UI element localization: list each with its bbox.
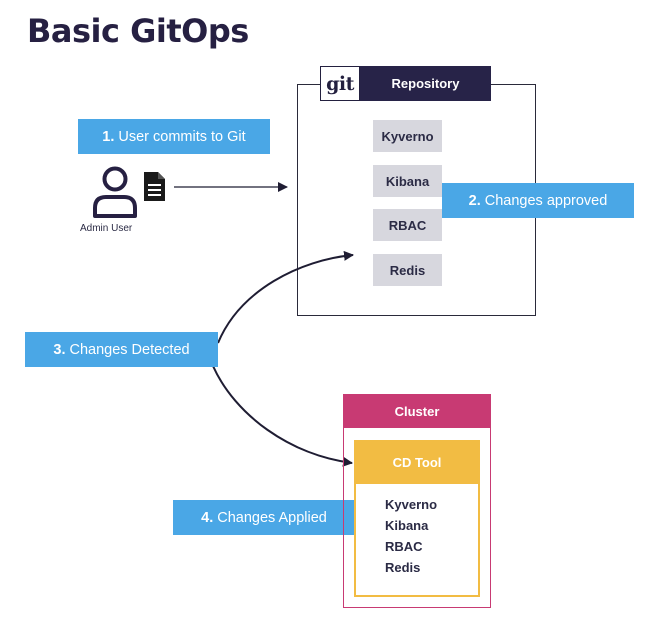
step-number: 2. <box>468 192 481 209</box>
apply-arrow <box>212 365 353 467</box>
document-icon <box>144 172 165 201</box>
step-3-callout: 3.Changes Detected <box>25 332 218 367</box>
step-text: User commits to Git <box>118 128 246 145</box>
step-text: Changes approved <box>484 192 608 209</box>
repo-item: Kibana <box>373 165 442 197</box>
cd-item: RBAC <box>385 539 423 554</box>
detect-arrow <box>217 250 354 344</box>
cd-item: Redis <box>385 560 421 575</box>
step-1-callout: 1.User commits to Git <box>78 119 270 154</box>
repo-item: RBAC <box>373 209 442 241</box>
step-number: 1. <box>102 128 115 145</box>
step-2-callout: 2.Changes approved <box>442 183 634 218</box>
repository-title: Repository <box>360 66 491 101</box>
git-logo: git <box>320 66 360 101</box>
repo-item: Kyverno <box>373 120 442 152</box>
repo-item: Redis <box>373 254 442 286</box>
page-title: Basic GitOps <box>27 12 249 50</box>
step-number: 4. <box>201 509 214 526</box>
cd-tool-title: CD Tool <box>354 440 480 484</box>
cluster-title: Cluster <box>343 394 491 428</box>
cd-item: Kyverno <box>385 497 438 512</box>
user-icon <box>93 166 137 218</box>
cd-item: Kibana <box>385 518 429 533</box>
step-4-callout: 4.Changes Applied <box>173 500 355 535</box>
step-text: Changes Detected <box>69 341 190 358</box>
step-number: 3. <box>53 341 66 358</box>
admin-user-label: Admin User <box>80 223 133 234</box>
step-text: Changes Applied <box>217 509 327 526</box>
repository-header: git Repository <box>320 66 491 101</box>
